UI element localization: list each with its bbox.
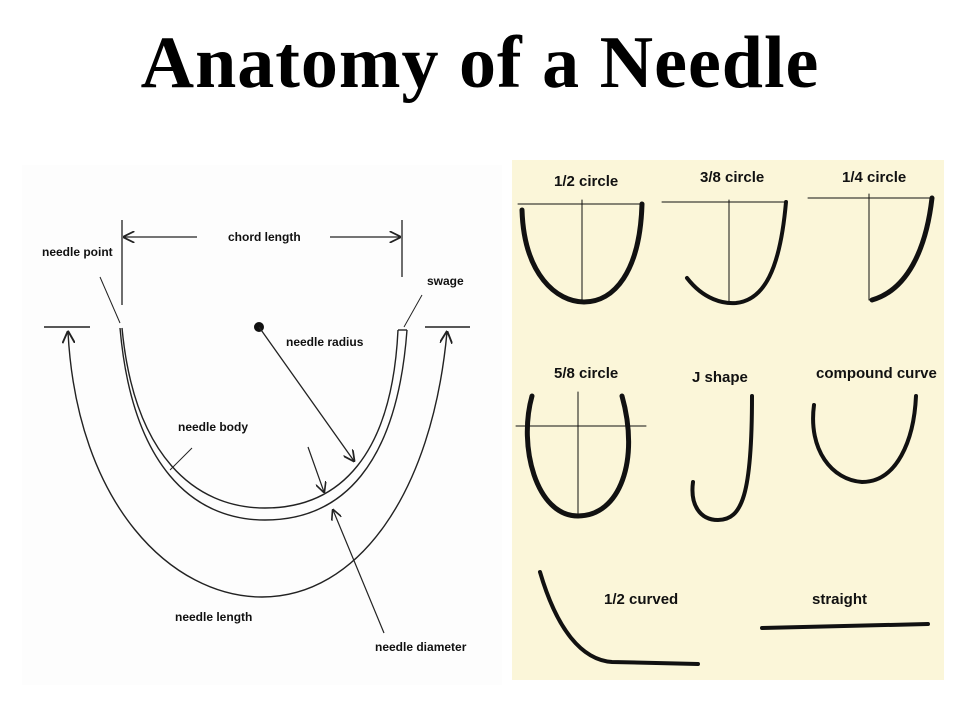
needle-point-leader [99, 276, 121, 324]
shape-compound-curve [811, 394, 918, 485]
needle-shapes-chart: 1/2 circle 3/8 circle 1/4 circle 5/8 cir… [512, 160, 944, 680]
shape-j-shape [690, 394, 754, 523]
needle-radius-line [258, 326, 354, 461]
label-five-eighths-circle: 5/8 circle [554, 365, 618, 382]
needle-anatomy-diagram: chord length needle radius needle point … [22, 165, 502, 685]
label-half-curved: 1/2 curved [604, 591, 678, 608]
needle-body-inner-arc [121, 327, 399, 509]
shape-three-eighths-circle [661, 199, 788, 306]
label-half-circle: 1/2 circle [554, 173, 618, 190]
shape-five-eighths-circle [515, 391, 647, 519]
shapes-svg: 1/2 circle 3/8 circle 1/4 circle 5/8 cir… [515, 169, 937, 666]
label-quarter-circle: 1/4 circle [842, 169, 906, 186]
needle-body-leader [169, 447, 193, 471]
label-swage: swage [427, 274, 464, 288]
label-needle-radius: needle radius [286, 335, 364, 349]
label-straight: straight [812, 591, 867, 608]
label-needle-body: needle body [178, 420, 248, 434]
label-j-shape: J shape [692, 369, 748, 386]
swage-leader [403, 294, 423, 328]
label-needle-length: needle length [175, 610, 252, 624]
needle-length-arc [68, 332, 447, 598]
label-three-eighths-circle: 3/8 circle [700, 169, 764, 186]
shape-half-curved [538, 570, 700, 666]
label-chord-length: chord length [228, 230, 301, 244]
page-title: Anatomy of a Needle [140, 22, 820, 104]
diameter-arrow-top [307, 446, 324, 492]
shape-straight [760, 622, 930, 630]
label-compound-curve: compound curve [816, 365, 937, 382]
label-needle-point: needle point [42, 245, 113, 259]
anatomy-svg: chord length needle radius needle point … [42, 220, 470, 654]
shape-quarter-circle [807, 193, 935, 303]
diameter-leader [333, 510, 385, 634]
needle-body-outer-arc [119, 327, 408, 521]
label-needle-diameter: needle diameter [375, 640, 467, 654]
shape-half-circle [517, 199, 645, 305]
